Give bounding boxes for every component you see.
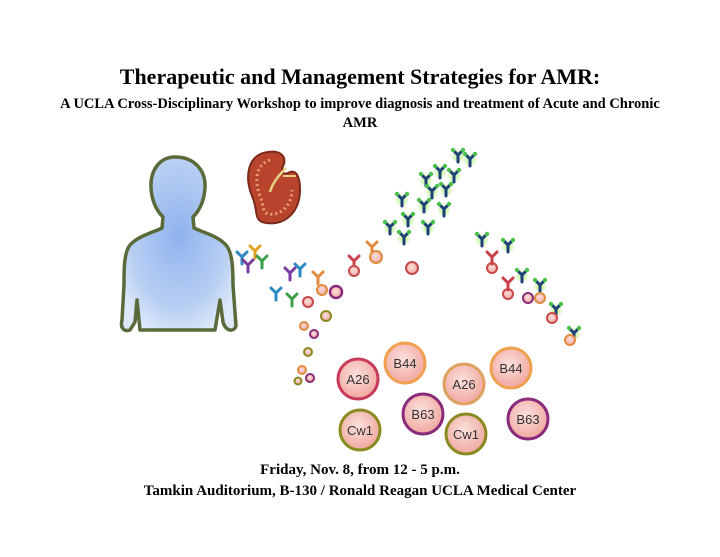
event-location: Tamkin Auditorium, B-130 / Ronald Reagan… xyxy=(143,483,577,499)
hla-cell-b63-right: B63 xyxy=(506,397,550,441)
page-subtitle: A UCLA Cross-Disciplinary Workshop to im… xyxy=(60,96,660,131)
antibody-cluster-right xyxy=(473,230,583,346)
svg-text:A26: A26 xyxy=(452,377,475,392)
svg-text:Cw1: Cw1 xyxy=(453,427,479,442)
hla-cell-a26-left: A26 xyxy=(336,357,380,401)
hla-cell-cw1-left: Cw1 xyxy=(338,408,382,452)
event-date: Friday, Nov. 8, from 12 - 5 p.m. xyxy=(260,462,460,478)
svg-text:B44: B44 xyxy=(499,361,522,376)
svg-text:B44: B44 xyxy=(393,356,416,371)
hla-antigen-cells: B44 A26 A26 B44 B63 B63 Cw1 Cw1 xyxy=(336,341,550,456)
hla-cell-cw1-right: Cw1 xyxy=(444,412,488,456)
hla-cell-b63-left: B63 xyxy=(401,392,445,436)
hla-cell-b44-right: B44 xyxy=(489,346,533,390)
human-silhouette-icon xyxy=(119,155,238,333)
kidney-icon xyxy=(247,150,302,225)
svg-text:B63: B63 xyxy=(516,412,539,427)
svg-text:A26: A26 xyxy=(346,372,369,387)
svg-text:Cw1: Cw1 xyxy=(347,423,373,438)
cell-icon xyxy=(293,250,419,386)
hla-cell-b44-left: B44 xyxy=(383,341,427,385)
page-title: Therapeutic and Management Strategies fo… xyxy=(119,64,601,89)
svg-text:B63: B63 xyxy=(411,407,434,422)
antibody-cluster-glowing xyxy=(381,146,479,247)
hla-cell-a26-right: A26 xyxy=(442,362,486,406)
